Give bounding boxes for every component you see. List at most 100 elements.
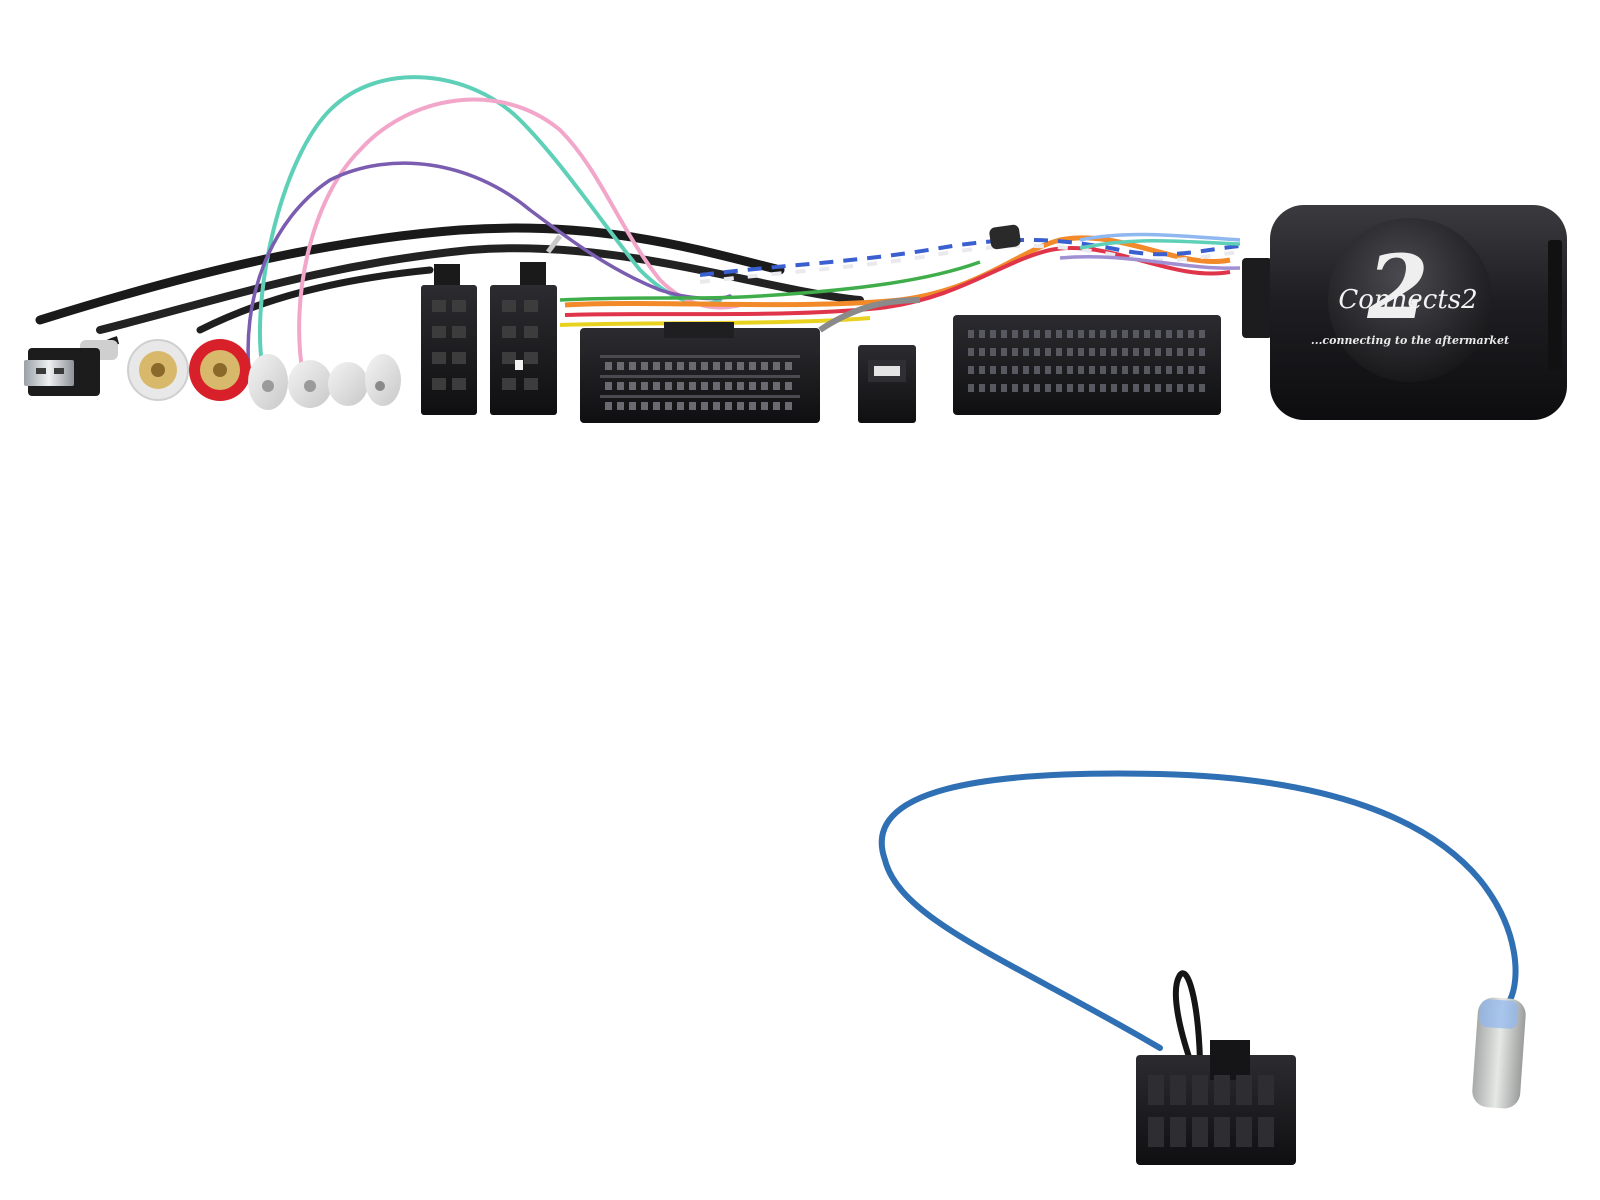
rca-plug-white-icon [127, 339, 189, 401]
connector-pin [979, 330, 985, 338]
connector-pin [1188, 366, 1194, 374]
iso-connector-right [490, 234, 562, 415]
connector-pin [1078, 330, 1084, 338]
black-cable [35, 223, 785, 325]
connector-pin [653, 382, 660, 390]
connector-pin [968, 384, 974, 392]
connector-pin [1133, 366, 1139, 374]
white-wire [699, 243, 1241, 284]
connector-pin [968, 366, 974, 374]
connector-pin [785, 382, 792, 390]
connector-pin [1111, 384, 1117, 392]
connector-pin [1155, 384, 1161, 392]
connector-pin [1023, 330, 1029, 338]
connector-pin [1067, 330, 1073, 338]
connector-pin [1170, 1075, 1186, 1105]
connector-pin [725, 402, 732, 410]
orange-wire [564, 235, 1231, 308]
connector-pin [689, 362, 696, 370]
connector-pin [1012, 366, 1018, 374]
connector-pin [1192, 1117, 1208, 1147]
connector-pin [665, 402, 672, 410]
connector-pin [1258, 1117, 1274, 1147]
connector-pin [1056, 348, 1062, 356]
blue-wire [699, 237, 1241, 277]
connector-pin [1067, 366, 1073, 374]
connector-pin [1188, 384, 1194, 392]
connector-pin [1166, 348, 1172, 356]
connector-pin [1111, 366, 1117, 374]
connector-pin [1236, 1117, 1252, 1147]
vehicle-harness-connector-right [953, 315, 1221, 415]
connector-pin [653, 362, 660, 370]
bullet-connectors [248, 354, 401, 410]
connector-pin [1177, 330, 1183, 338]
connector-pin [605, 362, 612, 370]
vehicle-harness-connector-left [580, 322, 820, 423]
black-cable [196, 266, 434, 334]
connector-pin [1100, 384, 1106, 392]
pink-wire [297, 97, 742, 377]
connector-pin [665, 382, 672, 390]
connector-pin [689, 402, 696, 410]
connector-pin [1012, 348, 1018, 356]
iso-connector-left [421, 264, 477, 415]
connector-pin [1199, 384, 1205, 392]
connector-pin [1199, 348, 1205, 356]
connector-pin [1166, 366, 1172, 374]
connector-pin [1144, 348, 1150, 356]
connector-pin [749, 382, 756, 390]
connector-pin [725, 362, 732, 370]
connector-pin [617, 362, 624, 370]
connector-pin [641, 382, 648, 390]
connector-pin [785, 402, 792, 410]
connector-pin [1148, 1117, 1164, 1147]
connector-pin [773, 402, 780, 410]
logo-disc [1328, 218, 1492, 382]
connector-pin [1089, 366, 1095, 374]
connector-pin [1056, 366, 1062, 374]
interface-box: 2 Connects2 ...connecting to the afterma… [1242, 205, 1567, 420]
teal-wire-right [1079, 238, 1241, 250]
connector-pin [1258, 1075, 1274, 1105]
connector-pin [1034, 384, 1040, 392]
purple-wire-right [1059, 255, 1241, 270]
connector-pin [1170, 1117, 1186, 1147]
connector-pin [1188, 348, 1194, 356]
connector-pin [761, 402, 768, 410]
connector-pin [1133, 330, 1139, 338]
rca-plug-red-icon [189, 339, 251, 401]
connector-pin [990, 348, 996, 356]
connector-pin [1001, 366, 1007, 374]
connector-pin [990, 366, 996, 374]
connector-pin [1034, 348, 1040, 356]
antenna-plug-icon [1472, 997, 1526, 1109]
connector-pin [629, 382, 636, 390]
connector-pin [1023, 384, 1029, 392]
connector-pin [701, 362, 708, 370]
connector-pin [1122, 384, 1128, 392]
connector-pin [689, 382, 696, 390]
connector-pin [1100, 366, 1106, 374]
connector-pin [665, 362, 672, 370]
teal-wire [258, 75, 722, 372]
connector-pin [1122, 366, 1128, 374]
connector-pin [1177, 348, 1183, 356]
connector-pin [701, 382, 708, 390]
connector-pin [1155, 348, 1161, 356]
connector-pin [1034, 366, 1040, 374]
connector-pin [1188, 330, 1194, 338]
connector-pin [1045, 384, 1051, 392]
connector-pin [1001, 348, 1007, 356]
connector-pin [990, 384, 996, 392]
connector-pin [1144, 330, 1150, 338]
connector-pin [1111, 330, 1117, 338]
connector-pin [1122, 348, 1128, 356]
connector-pin [713, 382, 720, 390]
connector-pin [629, 362, 636, 370]
connector-pin [773, 382, 780, 390]
antenna-cable [878, 770, 1519, 1051]
connector-pin [1177, 384, 1183, 392]
connector-pin [653, 402, 660, 410]
logo-numeral: 2 [1366, 235, 1428, 339]
